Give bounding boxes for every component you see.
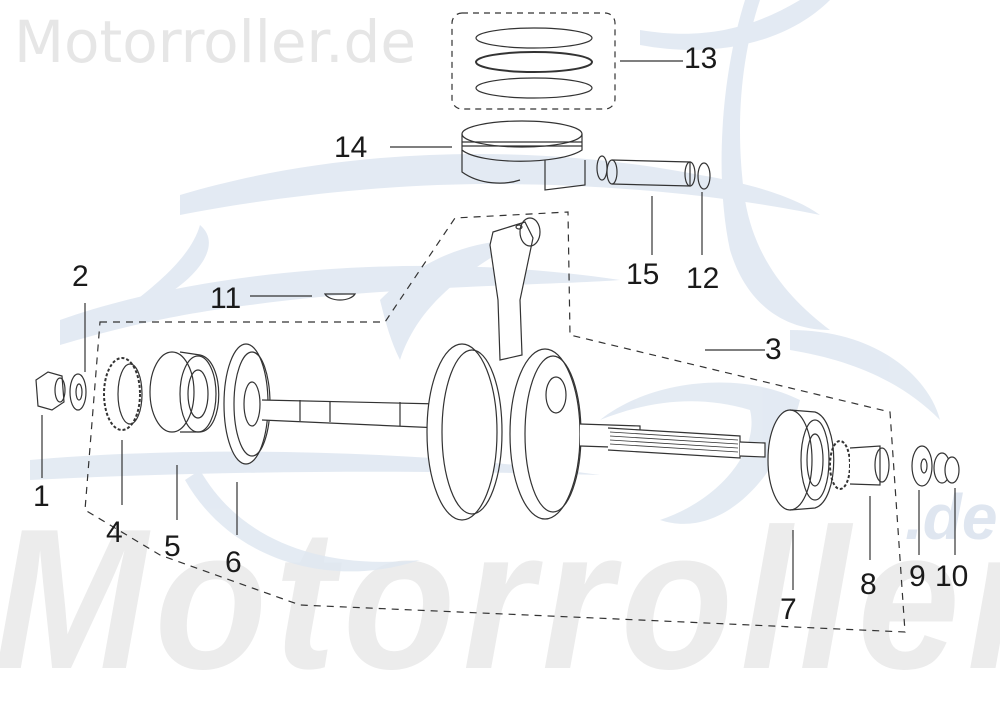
label-part-15: 15 [626,258,660,291]
label-part-4: 4 [106,516,123,549]
label-part-7: 7 [780,593,797,626]
swoosh-watermark [30,0,940,572]
watermark-de: .de [905,481,998,553]
crank-assembly-box [84,211,906,633]
label-part-14: 14 [334,131,368,164]
label-part-3: 3 [765,333,782,366]
watermark-top: Motorroller.de [14,8,417,76]
ring-set-box [451,12,616,110]
label-part-2: 2 [72,260,89,293]
label-part-11: 11 [210,282,242,315]
label-part-6: 6 [225,546,242,579]
label-part-13: 13 [684,42,718,75]
label-part-10: 10 [935,560,969,593]
label-part-9: 9 [909,560,926,593]
label-part-12: 12 [686,262,720,295]
line-art [35,12,960,633]
label-part-1: 1 [33,480,50,513]
label-part-8: 8 [860,568,877,601]
label-part-5: 5 [164,530,181,563]
